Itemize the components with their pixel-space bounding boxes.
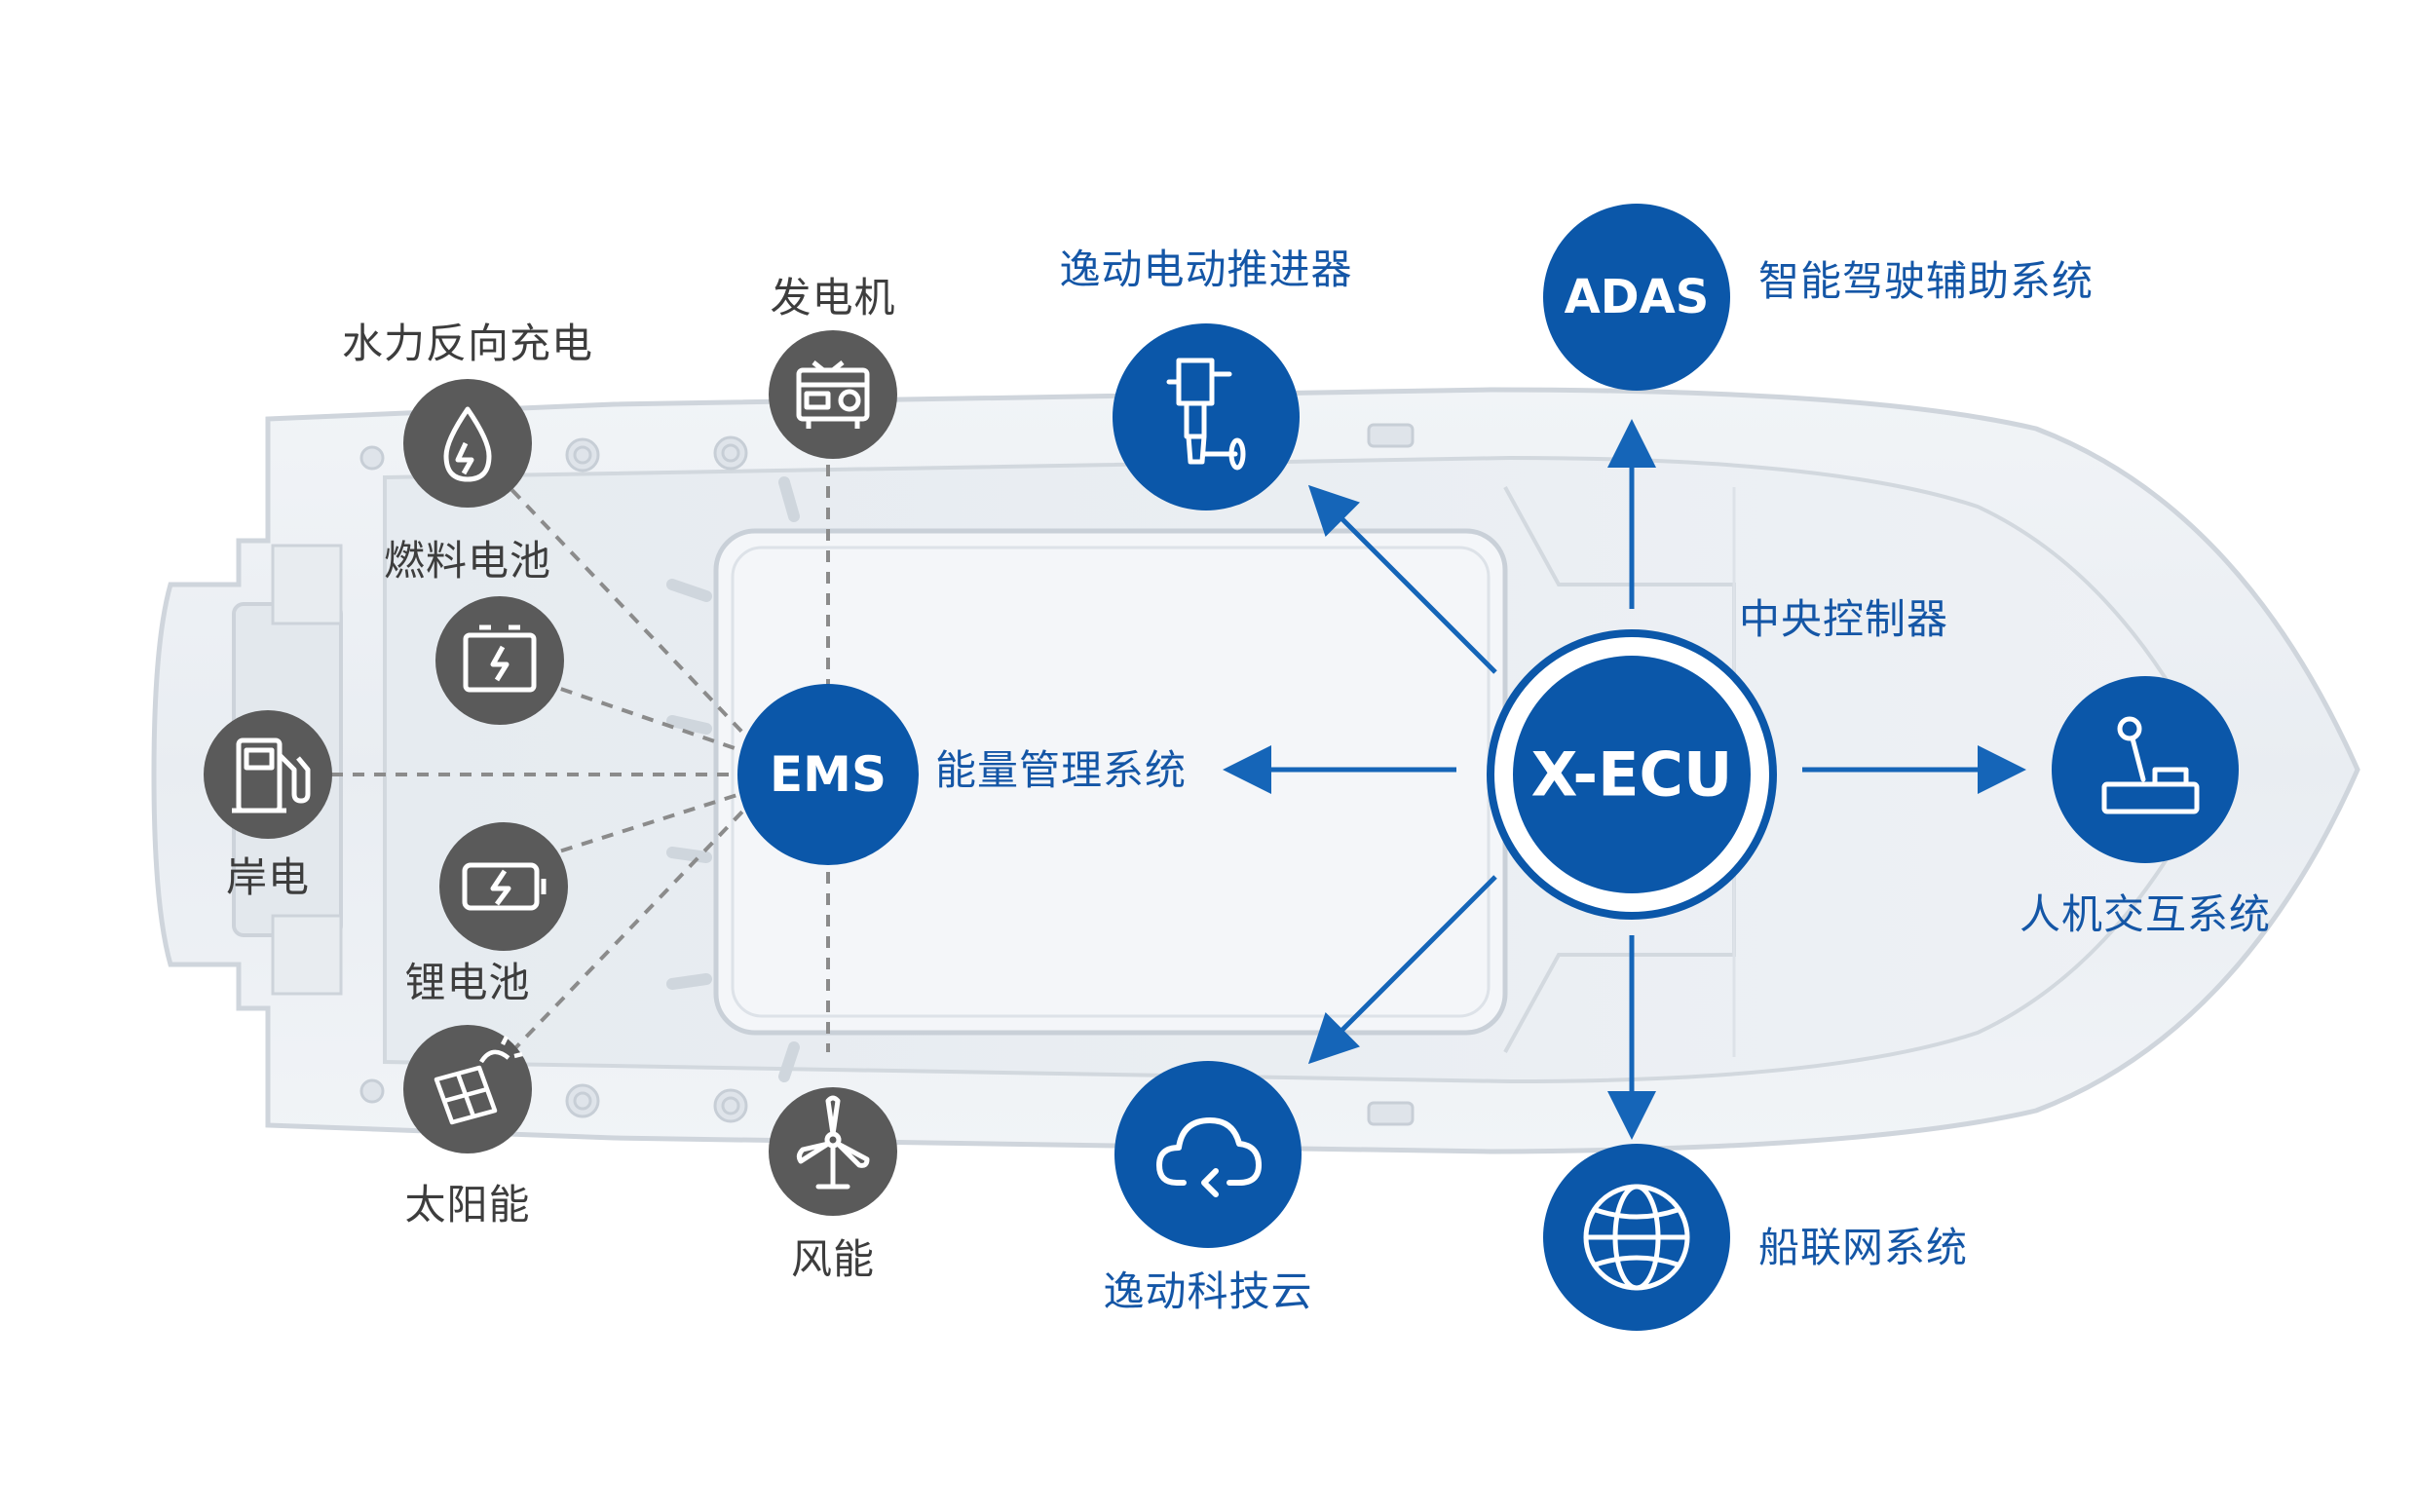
cloud-label: 逸动科技云 xyxy=(1103,1267,1313,1315)
ems-node: EMS xyxy=(737,684,919,865)
hydro-label: 水力反向充电 xyxy=(341,320,594,367)
ems-label: 能量管理系统 xyxy=(935,746,1188,794)
cloud-node xyxy=(1114,1061,1302,1248)
generator-label: 发电机 xyxy=(770,274,896,321)
cloud-icon xyxy=(1156,1117,1262,1197)
shore-node xyxy=(204,710,332,839)
lithium-node xyxy=(439,822,568,951)
solar-label: 太阳能 xyxy=(404,1181,531,1228)
control-arrows xyxy=(1223,419,2026,1140)
generator-node xyxy=(769,330,897,459)
adas-node: ADAS xyxy=(1543,204,1730,391)
generator-icon xyxy=(796,360,870,429)
xecu-label: 中央控制器 xyxy=(1739,595,1949,643)
adas-label: 智能驾驶辅助系统 xyxy=(1758,257,2095,305)
propulsion-node xyxy=(1113,323,1300,510)
xecu-node: X-ECU xyxy=(1487,629,1777,920)
solar-panel-icon xyxy=(434,1035,523,1125)
iot-label: 船联网系统 xyxy=(1758,1224,1969,1271)
battery-charge-icon xyxy=(463,624,537,693)
lithium-battery-icon xyxy=(462,862,547,911)
iot-node xyxy=(1543,1144,1730,1331)
hmi-node xyxy=(2052,676,2239,863)
hydro-node xyxy=(403,379,532,508)
fuel-cell-node xyxy=(435,596,564,725)
solar-node xyxy=(403,1025,532,1153)
joystick-icon xyxy=(2101,716,2200,814)
wind-label: 风能 xyxy=(790,1235,876,1283)
lithium-label: 锂电池 xyxy=(404,959,531,1006)
energy-sources xyxy=(204,330,897,1216)
water-drop-icon xyxy=(443,406,492,482)
wind-node xyxy=(769,1087,897,1216)
shore-label: 岸电 xyxy=(225,853,311,901)
wind-turbine-icon xyxy=(796,1095,870,1190)
fuel-pump-icon xyxy=(232,737,311,813)
outboard-motor-icon xyxy=(1166,358,1246,471)
globe-icon xyxy=(1583,1184,1690,1291)
hmi-label: 人机交互系统 xyxy=(2019,890,2272,938)
ems-name: EMS xyxy=(770,746,887,803)
propulsion-label: 逸动电动推进器 xyxy=(1059,246,1353,293)
controlled-systems: ADAS xyxy=(1113,204,2239,1331)
adas-name: ADAS xyxy=(1565,270,1710,324)
fuel-cell-label: 燃料电池 xyxy=(383,537,552,585)
xecu-name: X-ECU xyxy=(1531,739,1733,811)
